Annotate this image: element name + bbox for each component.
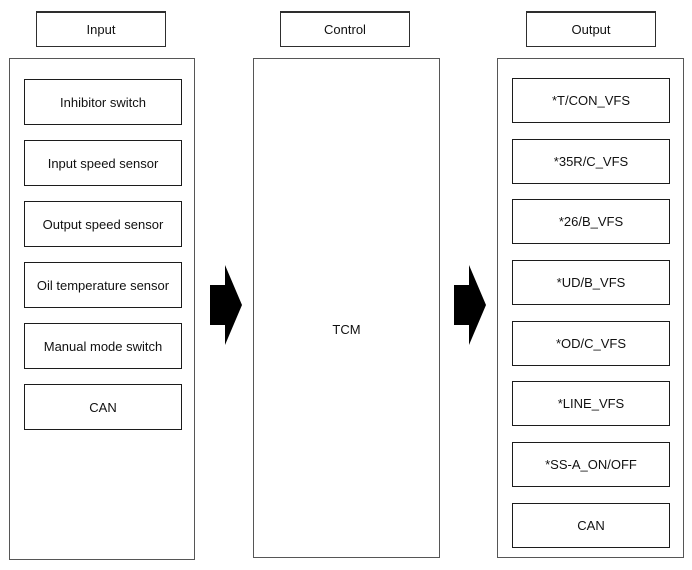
- input-box-oil-temperature-sensor: Oil temperature sensor: [24, 262, 182, 308]
- flow-arrow-input-to-control-icon: [210, 265, 242, 345]
- flow-arrow-control-to-output-icon: [454, 265, 486, 345]
- output-box-udb-vfs: *UD/B_VFS: [512, 260, 670, 305]
- input-box-output-speed-sensor: Output speed sensor: [24, 201, 182, 247]
- input-box-inhibitor-switch: Inhibitor switch: [24, 79, 182, 125]
- output-box-odc-vfs: *OD/C_VFS: [512, 321, 670, 366]
- tcm-label: TCM: [332, 322, 361, 337]
- output-group-container: *T/CON_VFS *35R/C_VFS *26/B_VFS *UD/B_VF…: [497, 58, 684, 558]
- output-box-ssa-onoff: *SS-A_ON/OFF: [512, 442, 670, 487]
- input-box-input-speed-sensor: Input speed sensor: [24, 140, 182, 186]
- output-box-can: CAN: [512, 503, 670, 548]
- column-header-control-label: Control: [324, 22, 366, 37]
- column-header-output: Output: [526, 11, 656, 47]
- column-header-output-label: Output: [571, 22, 611, 37]
- output-box-35rc-vfs: *35R/C_VFS: [512, 139, 670, 184]
- output-box-tcon-vfs: *T/CON_VFS: [512, 78, 670, 123]
- column-header-input: Input: [36, 11, 166, 47]
- input-box-manual-mode-switch: Manual mode switch: [24, 323, 182, 369]
- input-group-container: Inhibitor switch Input speed sensor Outp…: [9, 58, 195, 560]
- control-tcm-container: TCM: [253, 58, 440, 558]
- output-box-line-vfs: *LINE_VFS: [512, 381, 670, 426]
- input-box-can: CAN: [24, 384, 182, 430]
- column-header-input-label: Input: [86, 22, 116, 37]
- output-box-26b-vfs: *26/B_VFS: [512, 199, 670, 244]
- column-header-control: Control: [280, 11, 410, 47]
